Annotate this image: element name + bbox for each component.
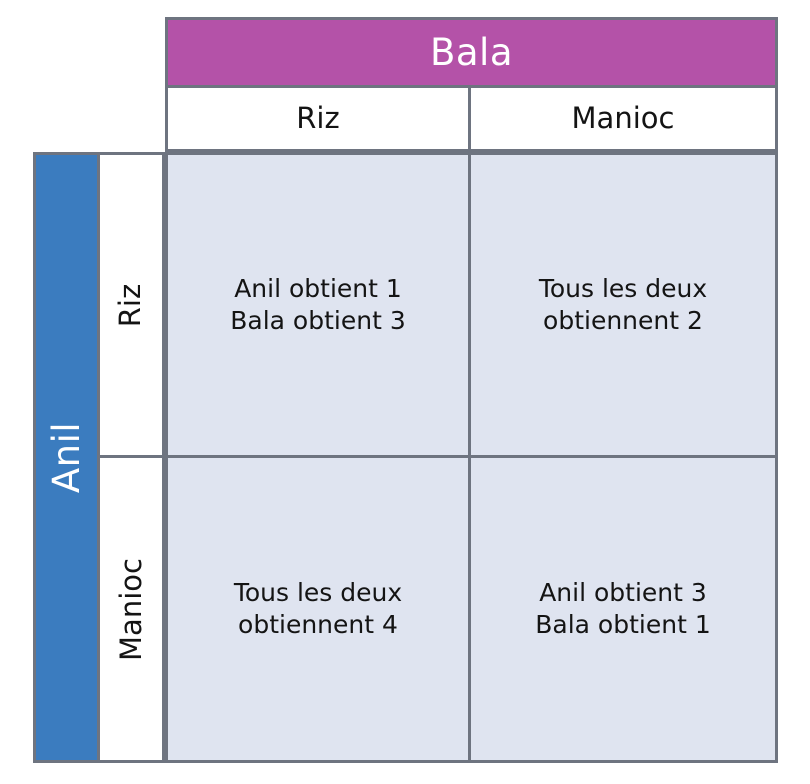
column-strategy-header-0: Riz <box>165 88 471 152</box>
row-strategy-header-1: Manioc <box>100 458 165 763</box>
payoff-cell-1-0: Tous les deux obtiennent 4 <box>165 458 471 763</box>
row-strategy-header-0: Riz <box>100 152 165 458</box>
row-strategy-label-0: Riz <box>113 283 148 327</box>
payoff-cell-1-1: Anil obtient 3 Bala obtient 1 <box>471 458 778 763</box>
payoff-text-0-0: Anil obtient 1 Bala obtient 3 <box>230 274 406 335</box>
row-player-header: Anil <box>33 152 100 763</box>
column-strategy-label-0: Riz <box>296 101 340 135</box>
column-strategy-header-1: Manioc <box>471 88 778 152</box>
payoff-cell-0-0: Anil obtient 1 Bala obtient 3 <box>165 152 471 458</box>
column-player-header: Bala <box>165 17 778 88</box>
payoff-text-1-0: Tous les deux obtiennent 4 <box>233 578 403 639</box>
row-strategy-label-1: Manioc <box>113 557 148 661</box>
payoff-text-0-1: Tous les deux obtiennent 2 <box>538 274 708 335</box>
column-player-label: Bala <box>429 31 513 74</box>
payoff-text-1-1: Anil obtient 3 Bala obtient 1 <box>535 578 711 639</box>
payoff-cell-0-1: Tous les deux obtiennent 2 <box>471 152 778 458</box>
column-strategy-label-1: Manioc <box>571 101 675 135</box>
row-player-label: Anil <box>45 421 89 494</box>
